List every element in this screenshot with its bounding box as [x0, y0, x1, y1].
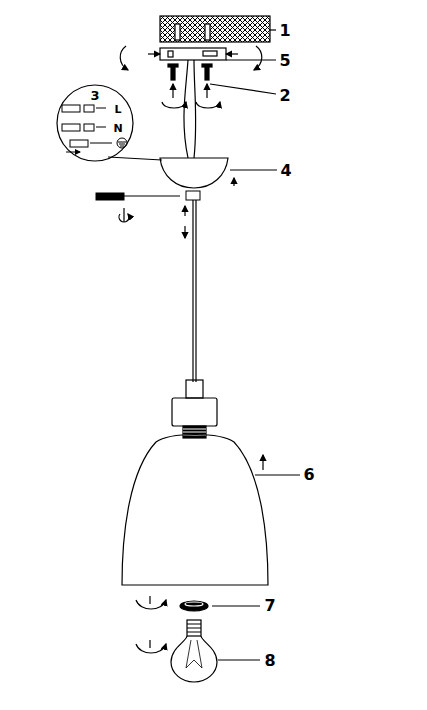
callout-number: N [113, 123, 122, 134]
canopy [160, 158, 228, 188]
shade [122, 435, 268, 586]
callout-number: 6 [303, 467, 314, 483]
callout-number: 8 [264, 653, 275, 669]
callout-number: 2 [279, 88, 290, 104]
mounting-bracket [160, 48, 226, 60]
callout-number: L [114, 104, 121, 115]
callout-number: 3 [90, 89, 99, 102]
callout-number: 5 [279, 53, 290, 69]
callout-number: 7 [264, 598, 275, 614]
ceiling [160, 16, 270, 42]
callout-number: 4 [280, 163, 291, 179]
callout-number: 1 [279, 23, 290, 39]
